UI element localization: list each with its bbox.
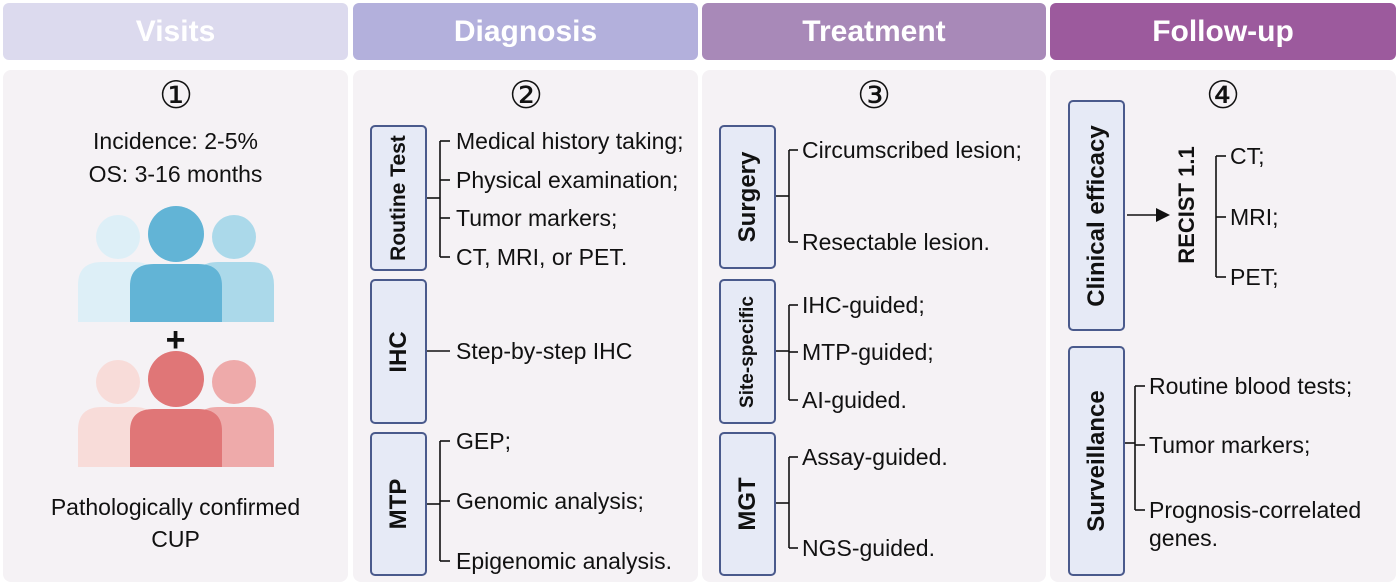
mtp-item-2: Genomic analysis; — [456, 488, 644, 514]
mtp-label: MTP — [384, 478, 412, 530]
routine-item-2: Physical examination; — [456, 167, 679, 193]
ihc-label: IHC — [384, 330, 412, 373]
clinical-efficacy-label: Clinical efficacy — [1082, 124, 1110, 307]
surveillance-item-4: genes. — [1149, 525, 1219, 551]
mgt-item-2: NGS-guided. — [802, 535, 935, 561]
caption-line-1: Pathologically confirmed — [50, 494, 301, 520]
mgt-item-1: Assay-guided. — [802, 444, 948, 470]
surveillance-label: Surveillance — [1082, 390, 1110, 532]
routine-item-3: Tumor markers; — [456, 205, 618, 231]
header-followup: Follow-up — [1050, 3, 1396, 60]
people-blue-icon — [78, 206, 274, 322]
header-visits: Visits — [3, 3, 348, 60]
site-item-2: MTP-guided; — [802, 339, 934, 365]
mgt-box: MGT — [719, 432, 776, 576]
efficacy-item-1: CT; — [1230, 143, 1265, 169]
routine-item-1: Medical history taking; — [456, 128, 684, 154]
routine-item-4: CT, MRI, or PET. — [456, 244, 628, 270]
visits-panel — [3, 70, 348, 582]
header-treatment: Treatment — [702, 3, 1046, 60]
surgery-item-1: Circumscribed lesion; — [802, 137, 1022, 163]
mtp-item-3: Epigenomic analysis. — [456, 548, 673, 574]
site-specific-label: Site-specific — [736, 295, 758, 408]
recist-label-wrap: RECIST 1.1 — [1172, 120, 1202, 290]
routine-test-box: Routine Test — [370, 125, 427, 271]
os-text: OS: 3-16 months — [88, 161, 263, 187]
clinical-efficacy-box: Clinical efficacy — [1068, 100, 1125, 331]
people-red-icon — [78, 351, 274, 467]
mtp-item-1: GEP; — [456, 428, 511, 454]
site-item-1: IHC-guided; — [802, 292, 925, 318]
recist-label: RECIST 1.1 — [1174, 146, 1199, 264]
surgery-label: Surgery — [733, 151, 761, 243]
site-specific-box: Site-specific — [719, 279, 776, 424]
routine-test-label: Routine Test — [386, 135, 410, 261]
surveillance-item-2: Tumor markers; — [1149, 432, 1311, 458]
step-number-1: ① — [158, 73, 194, 117]
ihc-box: IHC — [370, 279, 427, 424]
efficacy-item-2: MRI; — [1230, 204, 1279, 230]
surveillance-item-1: Routine blood tests; — [1149, 373, 1353, 399]
surveillance-box: Surveillance — [1068, 346, 1125, 576]
incidence-text: Incidence: 2-5% — [93, 128, 258, 154]
caption-line-2: CUP — [151, 526, 200, 552]
ihc-item-1: Step-by-step IHC — [456, 338, 633, 364]
header-diagnosis: Diagnosis — [353, 3, 698, 60]
surveillance-item-3: Prognosis-correlated — [1149, 497, 1362, 523]
step-number-2: ② — [508, 73, 544, 117]
mgt-label: MGT — [733, 477, 761, 531]
efficacy-item-3: PET; — [1230, 264, 1279, 290]
site-item-3: AI-guided. — [802, 387, 907, 413]
surgery-box: Surgery — [719, 125, 776, 269]
surgery-item-2: Resectable lesion. — [802, 229, 990, 255]
step-number-3: ③ — [856, 73, 892, 117]
step-number-4: ④ — [1205, 73, 1241, 117]
plus-sign: + — [165, 321, 186, 359]
mtp-box: MTP — [370, 432, 427, 576]
